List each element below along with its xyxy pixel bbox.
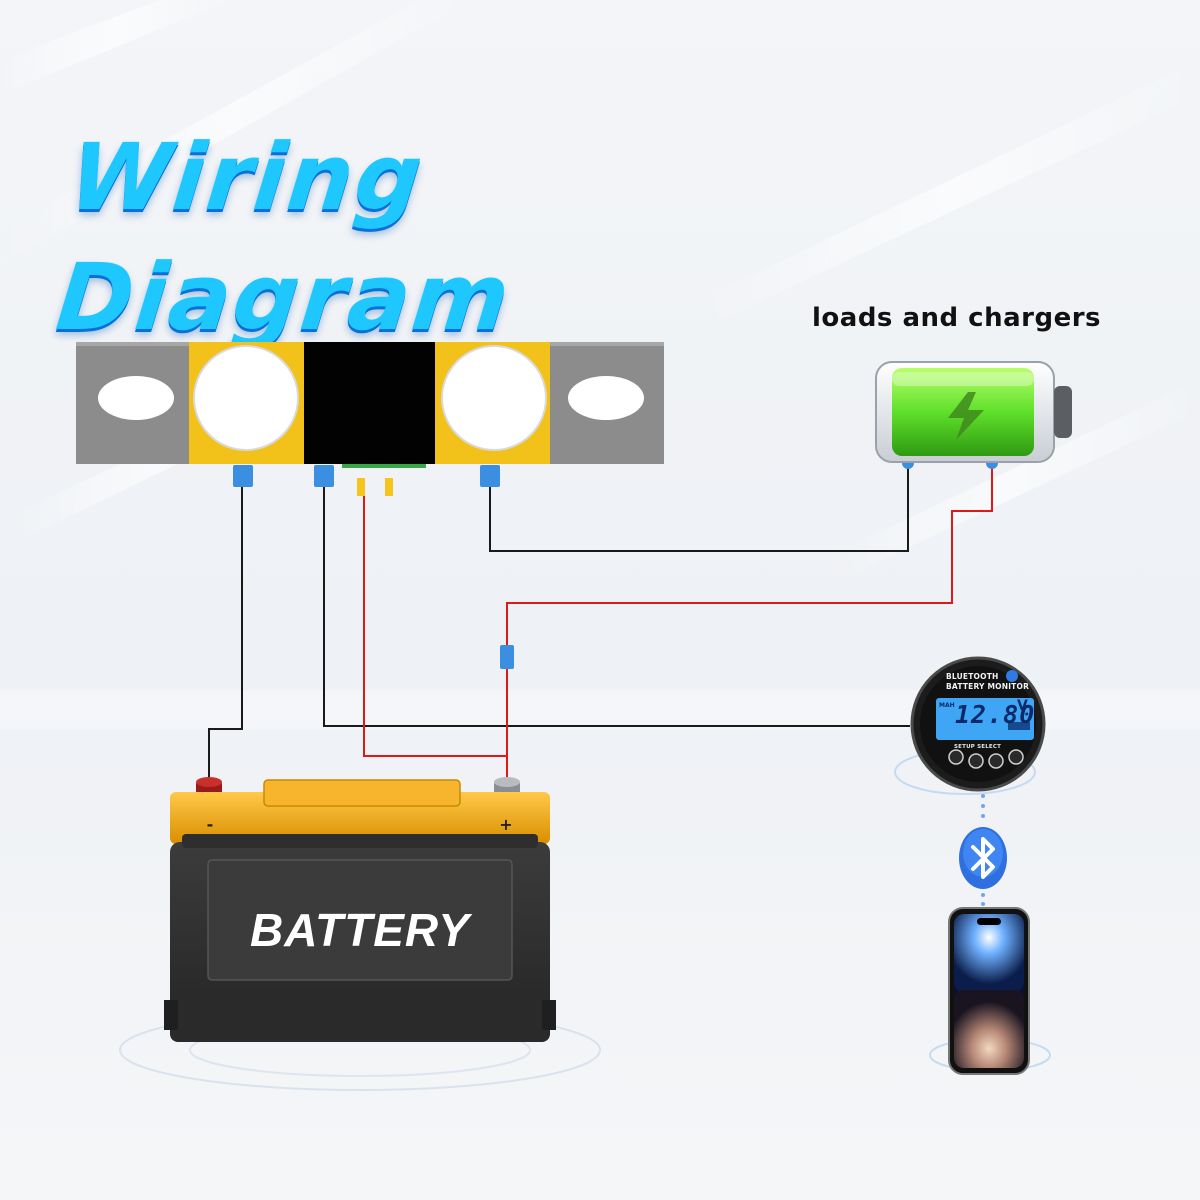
shunt-hole-right <box>568 376 644 420</box>
battery <box>164 777 556 1042</box>
lcd-mah-label: MAH <box>939 702 955 709</box>
smartphone-icon <box>948 907 1030 1075</box>
page-title: Wiring Diagram <box>51 124 517 351</box>
shunt-hole-left <box>98 376 174 420</box>
monitor-select-button[interactable] <box>988 753 1004 769</box>
monitor-setup-button[interactable] <box>968 753 984 769</box>
shunt <box>76 342 664 468</box>
bluetooth-small-icon <box>1006 670 1018 682</box>
signal-dots <box>981 794 985 818</box>
lcd-reading: 12.80 <box>955 700 1036 729</box>
shunt-bolt-left <box>193 345 299 451</box>
loads-label: loads and chargers <box>812 303 1102 333</box>
shunt-bolt-right <box>441 345 547 451</box>
shunt-module <box>304 342 435 464</box>
charging-battery-icon <box>875 361 1072 463</box>
lcd-unit: V <box>1017 698 1028 714</box>
monitor-title-line1: BLUETOOTH <box>946 672 999 681</box>
shunt-terminal-block <box>342 464 426 468</box>
monitor-title-line2: BATTERY MONITOR <box>946 682 1030 691</box>
battery-label: BATTERY <box>250 904 470 956</box>
monitor-plus-button[interactable] <box>1008 749 1024 765</box>
monitor-buttons-label: SETUP SELECT <box>954 744 1002 750</box>
battery-monitor <box>910 656 1046 792</box>
monitor-minus-button[interactable] <box>948 749 964 765</box>
positive-symbol: + <box>499 815 513 834</box>
signal-dots <box>981 893 985 906</box>
bluetooth-icon <box>959 827 1007 889</box>
negative-symbol: - <box>206 815 214 834</box>
